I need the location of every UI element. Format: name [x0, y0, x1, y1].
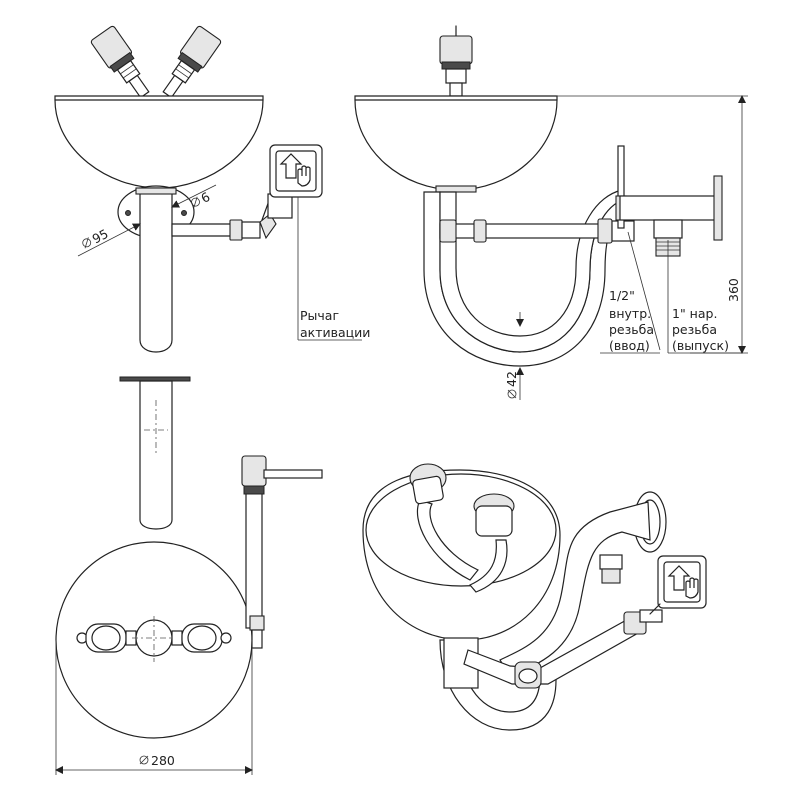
iso-spray-head-2 [469, 493, 515, 593]
thread-out-line3: (выпуск) [672, 338, 729, 353]
diameter-42-label: 42 [504, 371, 519, 399]
thread-in-line2: внутр. [609, 306, 651, 321]
svg-text:95: 95 [90, 226, 111, 247]
iso-spray-head-1 [409, 463, 479, 581]
svg-text:6: 6 [198, 189, 212, 206]
thread-in-line1: 1/2" [609, 288, 635, 303]
front-spray-head-right [162, 25, 222, 99]
thread-in-line3: резьба [609, 322, 654, 337]
svg-text:280: 280 [151, 753, 175, 768]
front-drain-pipe [139, 187, 173, 353]
front-view: Рычаг активации 95 6 [54, 25, 370, 353]
svg-text:42: 42 [504, 371, 519, 387]
side-bowl [354, 95, 558, 191]
thread-out-line2: резьба [672, 322, 717, 337]
thread-in-line4: (ввод) [609, 338, 650, 353]
plan-view: 280 [55, 376, 323, 775]
diameter-95-label: 95 [82, 226, 111, 249]
hand-push-up-icon-iso [667, 565, 699, 599]
thread-out-line1: 1" нар. [672, 306, 717, 321]
plan-spray-bar [76, 616, 232, 662]
front-spray-head-left [90, 25, 150, 99]
iso-view [362, 463, 707, 731]
diameter-280-label: 280 [139, 753, 175, 768]
front-bowl [54, 95, 264, 189]
lever-label-line2: активации [300, 325, 370, 340]
lever-label-line1: Рычаг [300, 308, 339, 323]
height-360-label: 360 [726, 278, 741, 302]
side-view: 360 1/2" внутр. резьба (ввод) 1" нар. ре… [354, 25, 748, 400]
hand-push-up-icon [279, 153, 311, 187]
